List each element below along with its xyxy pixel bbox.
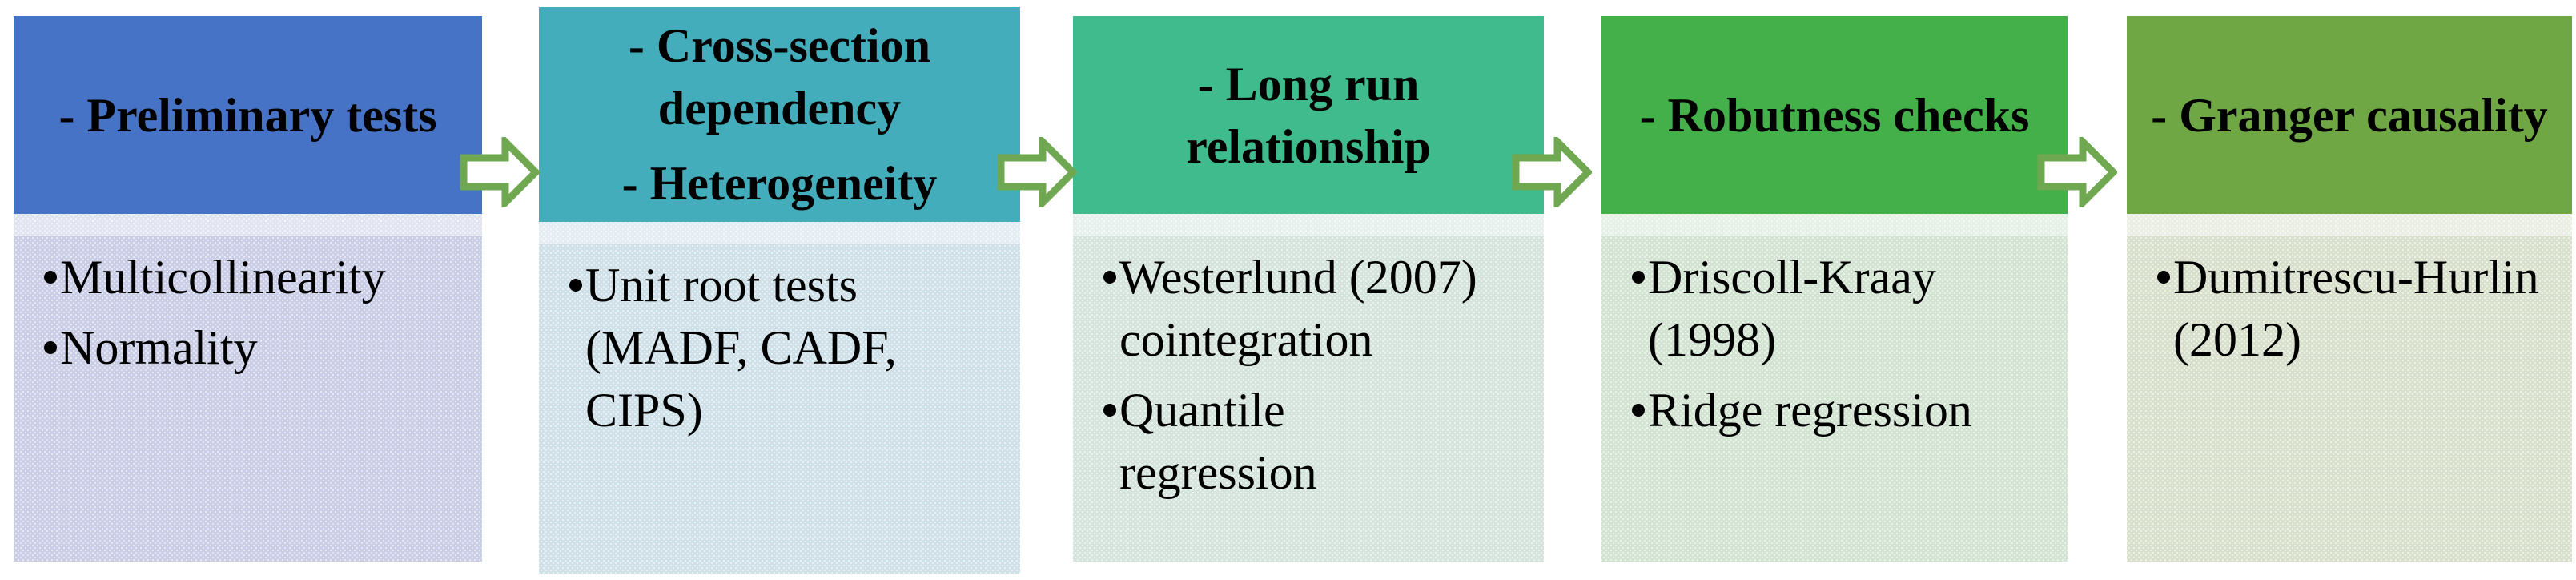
- step-header: - Long run relationship: [1073, 16, 1544, 214]
- flow-arrow-icon: [2037, 137, 2117, 207]
- step-box-robustness-checks: - Robutness checks Driscoll-Kraay (1998)…: [1601, 16, 2068, 562]
- bullet-item: Unit root tests (MADF, CADF, CIPS): [568, 254, 1008, 441]
- step-body: Dumitrescu-Hurlin (2012): [2127, 214, 2572, 562]
- bullet-dot-icon: [1632, 404, 1645, 417]
- bullet-dot-icon: [1103, 271, 1116, 284]
- step-header: - Granger causality: [2127, 16, 2572, 214]
- bullet-dot-icon: [569, 279, 582, 292]
- bullet-dot-icon: [44, 271, 57, 284]
- bullet-item: Westerlund (2007) cointegration: [1102, 246, 1532, 371]
- step-box-preliminary-tests: - Preliminary tests Multicollinearity No…: [14, 16, 482, 562]
- bullet-item: Quantile regression: [1102, 379, 1532, 504]
- flow-arrow-shape: [997, 137, 1077, 207]
- bullet-item: Ridge regression: [1630, 379, 2056, 441]
- bullet-item: Multicollinearity: [42, 246, 470, 308]
- bullet-dot-icon: [1632, 271, 1645, 284]
- bullet-dot-icon: [2157, 271, 2170, 284]
- step-title: - Granger causality: [2151, 88, 2548, 142]
- step-header: - Cross-section dependency - Heterogenei…: [539, 7, 1020, 222]
- step-body: Multicollinearity Normality: [14, 214, 482, 562]
- step-header: - Robutness checks: [1601, 16, 2068, 214]
- bullet-item: Dumitrescu-Hurlin (2012): [2156, 246, 2560, 371]
- step-title: - Cross-section dependency: [628, 19, 931, 135]
- step-title: - Heterogeneity: [621, 157, 938, 210]
- bullet-dot-icon: [1103, 404, 1116, 417]
- bullet-list: Dumitrescu-Hurlin (2012): [2156, 246, 2560, 371]
- flow-arrow-shape: [460, 137, 540, 207]
- bullet-item: Driscoll-Kraay (1998): [1630, 246, 2056, 371]
- bullet-list: Multicollinearity Normality: [42, 246, 470, 379]
- bullet-list: Westerlund (2007) cointegration Quantile…: [1102, 246, 1532, 504]
- step-body: Driscoll-Kraay (1998) Ridge regression: [1601, 214, 2068, 562]
- step-title: - Long run relationship: [1186, 57, 1431, 173]
- flow-arrow-icon: [1512, 137, 1592, 207]
- step-body: Unit root tests (MADF, CADF, CIPS): [539, 222, 1020, 574]
- step-header: - Preliminary tests: [14, 16, 482, 214]
- bullet-item: Normality: [42, 316, 470, 379]
- step-title: - Robutness checks: [1639, 88, 2030, 142]
- step-box-granger-causality: - Granger causality Dumitrescu-Hurlin (2…: [2127, 16, 2572, 562]
- step-box-cross-section-dependency: - Cross-section dependency - Heterogenei…: [539, 7, 1020, 574]
- flow-arrow-shape: [2037, 137, 2117, 207]
- step-box-long-run-relationship: - Long run relationship Westerlund (2007…: [1073, 16, 1544, 562]
- flow-arrow-icon: [460, 137, 540, 207]
- flow-arrow-icon: [997, 137, 1077, 207]
- bullet-list: Driscoll-Kraay (1998) Ridge regression: [1630, 246, 2056, 441]
- step-body: Westerlund (2007) cointegration Quantile…: [1073, 214, 1544, 562]
- step-title: - Preliminary tests: [58, 88, 437, 142]
- flow-arrow-shape: [1512, 137, 1592, 207]
- bullet-list: Unit root tests (MADF, CADF, CIPS): [568, 254, 1008, 441]
- bullet-dot-icon: [44, 341, 57, 354]
